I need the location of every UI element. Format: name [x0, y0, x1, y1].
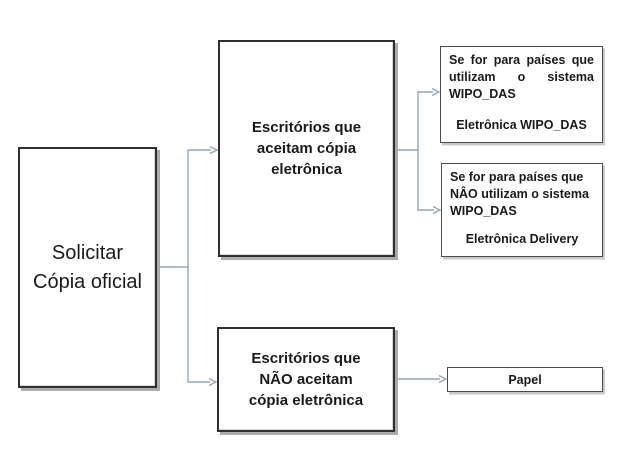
- node-solicitar-label: Solicitar Cópia oficial: [33, 241, 142, 293]
- node-papel: Papel: [447, 367, 603, 392]
- papel-label: Papel: [508, 372, 542, 387]
- node-escritorios-nao-aceitam: Escritórios que NÃO aceitam cópia eletrô…: [217, 327, 395, 432]
- node-escritorios-aceitam: Escritórios que aceitam cópia eletrônica: [218, 40, 395, 257]
- node-nao-wipo-das: Se for para países que NÂO utilizam o si…: [441, 163, 603, 257]
- connector-root-to-not-accept: [187, 267, 218, 387]
- connector-accept-to-no-das: [417, 150, 442, 215]
- nao-wipo-das-result-label: Eletrônica Delivery: [465, 232, 579, 246]
- connector-accept-to-das: [417, 87, 441, 150]
- wipo-das-condition-text: Se for para países que utilizam o sistem…: [449, 53, 594, 101]
- nao-wipo-das-condition-text: Se for para países que NÂO utilizam o si…: [450, 170, 589, 218]
- node-nao-aceitam-label: Escritórios que NÃO aceitam cópia eletrô…: [248, 350, 364, 409]
- node-aceitam-label: Escritórios que aceitam cópia eletrônica: [251, 119, 362, 178]
- node-wipo-das: Se for para países que utilizam o sistem…: [440, 46, 603, 143]
- wipo-das-result-label: Eletrônica WIPO_DAS: [456, 118, 587, 132]
- node-solicitar-copia-oficial: Solicitar Cópia oficial: [18, 147, 157, 388]
- connector-root-to-accept: [187, 145, 219, 267]
